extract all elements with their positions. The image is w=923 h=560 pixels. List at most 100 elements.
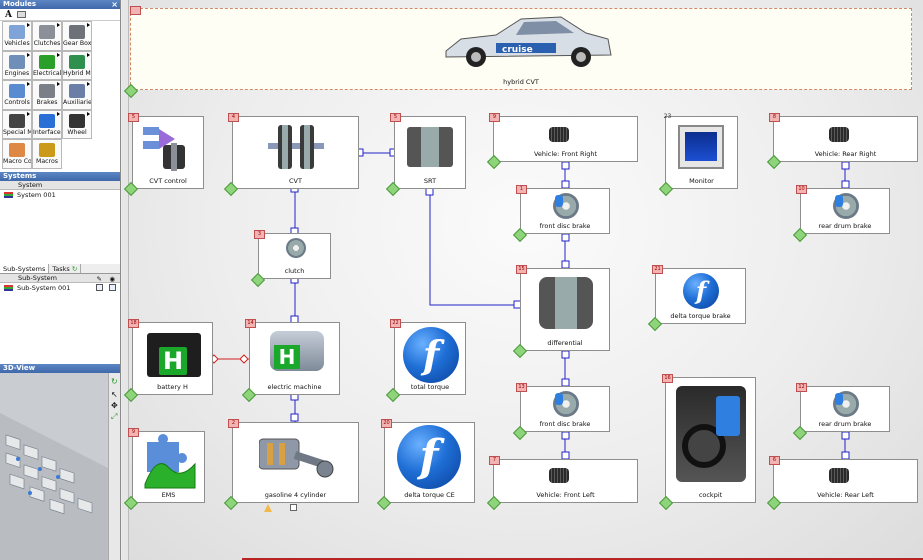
tire-icon: [829, 468, 849, 483]
car-brand-text: cruise: [502, 45, 533, 55]
node-vehicle-front-left[interactable]: Vehicle: Front Left: [493, 459, 638, 503]
module-electrical[interactable]: Electrical: [32, 50, 62, 80]
refresh-icon[interactable]: ↻: [71, 264, 78, 273]
node-differential[interactable]: differential: [520, 268, 610, 351]
module-engine[interactable]: Engines: [2, 50, 32, 80]
module-brakes[interactable]: Brakes: [32, 80, 62, 110]
module-controls[interactable]: Controls: [2, 80, 32, 110]
node-gasoline-engine[interactable]: gasoline 4 cylinder: [232, 422, 359, 503]
select-cursor-icon[interactable]: ↖: [111, 390, 118, 399]
box-tool-icon[interactable]: [16, 11, 26, 18]
node-rear-drum-brake-2[interactable]: rear drum brake: [800, 386, 890, 432]
subsystem-row-label: Sub-System 001: [17, 283, 71, 292]
module-label: Hybrid Mo: [63, 69, 92, 77]
subsystem-visible-checkbox[interactable]: [109, 283, 116, 291]
macro-con-icon: [9, 143, 25, 157]
node-battery[interactable]: H battery H: [132, 322, 213, 395]
special-icon: [9, 113, 25, 128]
pan-icon[interactable]: ✥: [111, 401, 118, 410]
submenu-arrow-icon: [27, 23, 30, 27]
node-ems[interactable]: EMS: [132, 431, 205, 503]
node-srt[interactable]: SRT: [394, 116, 466, 189]
node-vehicle-front-right[interactable]: Vehicle: Front Right: [493, 116, 638, 162]
tab-tasks[interactable]: Tasks ↻: [49, 263, 82, 273]
function-icon: f: [397, 425, 461, 489]
system-icon: [4, 191, 13, 198]
node-vehicle-rear-left[interactable]: Vehicle: Rear Left: [773, 459, 918, 503]
flag-rear-drum-1: 10: [796, 185, 807, 194]
modules-header: Modules ×: [0, 0, 120, 9]
selector-icon: [716, 396, 740, 436]
module-label: Clutches: [33, 40, 61, 47]
module-interfaces[interactable]: Interfaces: [32, 109, 62, 139]
submenu-arrow-icon: [27, 82, 30, 86]
tire-icon: [549, 468, 569, 483]
status-bar: [242, 558, 923, 560]
pencil-icon[interactable]: ✎: [96, 274, 102, 283]
submenu-arrow-icon: [57, 23, 60, 27]
module-label: Controls: [4, 99, 30, 106]
node-delta-torque-brake[interactable]: f delta torque brake: [655, 268, 746, 324]
node-cvt[interactable]: CVT: [232, 116, 359, 189]
output-port-icon: [290, 504, 297, 511]
module-special[interactable]: Special M: [2, 109, 32, 139]
reset-view-icon[interactable]: ↻: [111, 377, 118, 386]
module-vehicle[interactable]: Vehicles: [2, 21, 32, 51]
vertical-scrollbar[interactable]: [122, 0, 129, 560]
fuel-port-icon: [264, 504, 272, 512]
node-clutch[interactable]: clutch: [258, 233, 331, 279]
module-auxiliaries[interactable]: Auxiliaries: [62, 80, 92, 110]
vehicle-header-node[interactable]: cruise hybrid CVT: [130, 8, 912, 90]
flag-clutch: 3: [254, 230, 265, 239]
node-front-disc-brake-1[interactable]: front disc brake: [520, 188, 610, 234]
module-macros[interactable]: Macros: [32, 139, 62, 169]
brakes-icon: [39, 84, 55, 98]
node-label: front disc brake: [539, 222, 591, 230]
view3d-viewport[interactable]: ↻ ↖ ✥ ⤢: [0, 373, 120, 560]
text-tool-button[interactable]: A: [5, 9, 12, 20]
node-cvt-control[interactable]: CVT control: [132, 116, 204, 189]
node-cockpit[interactable]: cockpit: [665, 377, 756, 503]
macros-icon: [39, 143, 55, 157]
monitor-icon: [678, 125, 724, 169]
flag-vehicle-fl: 7: [489, 456, 500, 465]
node-delta-torque-ce[interactable]: f delta torque CE: [384, 422, 475, 503]
subsystem-edit-checkbox[interactable]: [96, 283, 103, 291]
node-label: Vehicle: Rear Left: [817, 491, 874, 499]
node-monitor[interactable]: Monitor: [665, 116, 738, 189]
flag-front-disc-1: 1: [516, 185, 527, 194]
flag-vehicle-rl: 6: [769, 456, 780, 465]
node-electric-machine[interactable]: H electric machine: [249, 322, 340, 395]
tab-sub-systems[interactable]: Sub-Systems: [0, 263, 50, 273]
clutch-icon: [286, 238, 306, 258]
vehicle-icon: [9, 25, 25, 39]
node-front-disc-brake-2[interactable]: front disc brake: [520, 386, 610, 432]
module-label: Auxiliaries: [63, 99, 92, 106]
zoom-icon[interactable]: ⤢: [111, 412, 118, 421]
node-total-torque[interactable]: f total torque: [394, 322, 466, 395]
module-gearbox[interactable]: Gear Box: [62, 21, 92, 51]
view3d-title: 3D-View: [3, 364, 36, 372]
view3d-scene: [0, 413, 108, 560]
node-vehicle-rear-right[interactable]: Vehicle: Rear Right: [773, 116, 918, 162]
car-icon: cruise: [445, 16, 612, 67]
module-label: Electrical: [33, 69, 62, 77]
module-clutch[interactable]: Clutches: [32, 21, 62, 51]
close-icon[interactable]: ×: [111, 0, 118, 9]
controls-icon: [9, 84, 25, 98]
node-label: Vehicle: Front Right: [533, 150, 598, 158]
model-canvas[interactable]: cruise hybrid CVT CVT control 5 CVT 4 SR…: [122, 0, 923, 560]
conn-srt-diff[interactable]: [429, 189, 519, 306]
eye-icon[interactable]: ◉: [109, 274, 115, 283]
subsystem-row[interactable]: Sub-System 001: [0, 283, 120, 293]
submenu-arrow-icon: [57, 52, 60, 57]
module-macro-con[interactable]: Macro Con: [2, 139, 32, 169]
node-label: cockpit: [698, 491, 723, 499]
system-row[interactable]: System 001: [0, 190, 120, 200]
modules-title: Modules: [3, 0, 37, 8]
node-rear-drum-brake-1[interactable]: rear drum brake: [800, 188, 890, 234]
module-wheel[interactable]: Wheel: [62, 109, 92, 139]
module-hybrid[interactable]: Hybrid Mo: [62, 50, 92, 80]
